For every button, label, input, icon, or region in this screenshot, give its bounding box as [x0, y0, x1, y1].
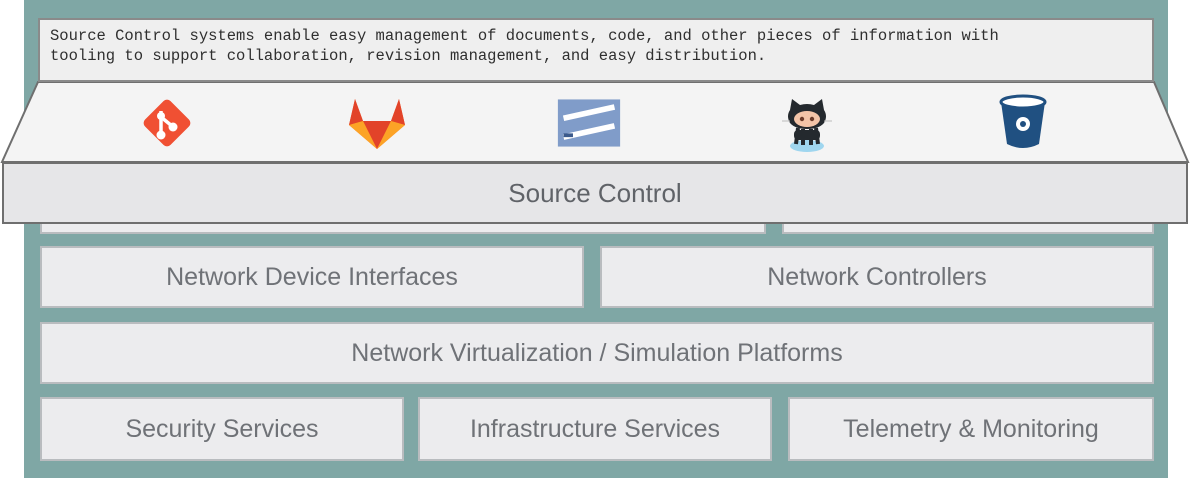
- source-control-description: Source Control systems enable easy manag…: [38, 18, 1154, 82]
- git-icon: [143, 99, 191, 147]
- network-controllers-box: Network Controllers: [600, 246, 1154, 308]
- source-control-title-box: Source Control: [2, 162, 1188, 224]
- bitbucket-icon: [999, 94, 1047, 148]
- telemetry-monitoring-label: Telemetry & Monitoring: [843, 414, 1099, 443]
- security-services-label: Security Services: [125, 414, 319, 443]
- source-control-title: Source Control: [508, 177, 682, 208]
- network-device-interfaces-box: Network Device Interfaces: [40, 246, 584, 308]
- security-services-box: Security Services: [40, 397, 404, 461]
- infrastructure-services-label: Infrastructure Services: [469, 414, 721, 443]
- infrastructure-services-box: Infrastructure Services: [418, 397, 772, 461]
- bitbucket-logo: [990, 90, 1056, 156]
- virtualization-platforms-box: Network Virtualization / Simulation Plat…: [40, 322, 1154, 384]
- github-logo: [774, 90, 840, 156]
- gitlab-logo: [344, 90, 410, 156]
- gitlab-icon: [349, 99, 405, 149]
- github-octocat-icon: [782, 99, 832, 152]
- subversion-icon: [557, 99, 621, 147]
- network-device-interfaces-label: Network Device Interfaces: [166, 262, 458, 291]
- telemetry-monitoring-box: Telemetry & Monitoring: [788, 397, 1154, 461]
- git-logo: [134, 90, 200, 156]
- network-controllers-label: Network Controllers: [767, 262, 987, 291]
- virtualization-platforms-label: Network Virtualization / Simulation Plat…: [351, 338, 843, 367]
- subversion-logo: [556, 90, 622, 156]
